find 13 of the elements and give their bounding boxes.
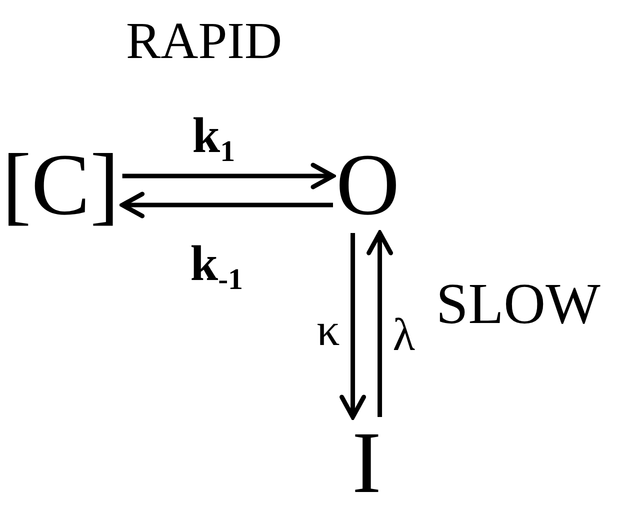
edge-label: k$_{-1}$ [190,238,244,288]
arrow [340,233,366,420]
state-label: [C] [2,142,120,230]
arrow [120,192,333,218]
arrow [366,230,394,417]
edge-label: λ [392,312,416,358]
state-label: O [336,142,400,230]
arrow [122,162,336,190]
note-label: RAPID [126,16,282,68]
state-label: I [352,420,382,508]
edge-label: κ [316,307,340,353]
note-label: SLOW [436,275,600,333]
edge-label: k$_{1}$ [192,110,236,160]
